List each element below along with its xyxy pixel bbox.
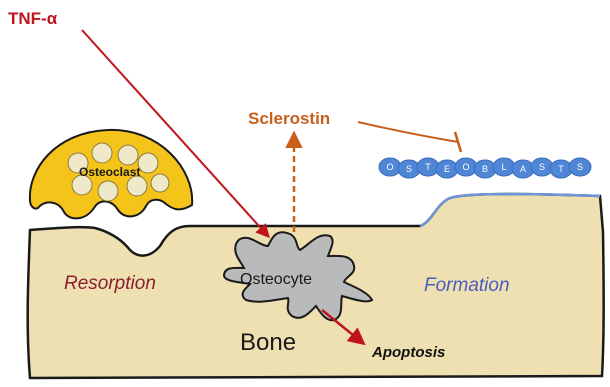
osteoclast-label: Osteoclast: [79, 165, 140, 179]
osteoblast-letter: S: [539, 162, 545, 172]
osteoblast-letter: E: [444, 164, 450, 174]
osteoblast-letter: S: [406, 164, 412, 174]
formation-label: Formation: [424, 275, 510, 296]
sclerostin-label: Sclerostin: [248, 109, 330, 128]
osteoblast-letter: T: [558, 164, 564, 174]
bone-label: Bone: [240, 329, 296, 356]
tnf-alpha-label: TNF-α: [8, 9, 58, 28]
resorption-label: Resorption: [64, 273, 156, 294]
sclerostin-inhibition-line: [358, 122, 458, 142]
osteoblast-letter: B: [482, 164, 488, 174]
osteoblast-letter: S: [577, 162, 583, 172]
osteoblast-letter: L: [501, 162, 506, 172]
osteoblast-letter: O: [462, 162, 469, 172]
apoptosis-label: Apoptosis: [371, 344, 445, 361]
osteoblast-letter: O: [386, 162, 393, 172]
osteoblast-letter: A: [520, 164, 526, 174]
osteoclast-cell: Osteoclast: [30, 130, 192, 218]
osteocyte-label: Osteocyte: [240, 271, 312, 288]
osteoblast-letter: T: [425, 162, 431, 172]
